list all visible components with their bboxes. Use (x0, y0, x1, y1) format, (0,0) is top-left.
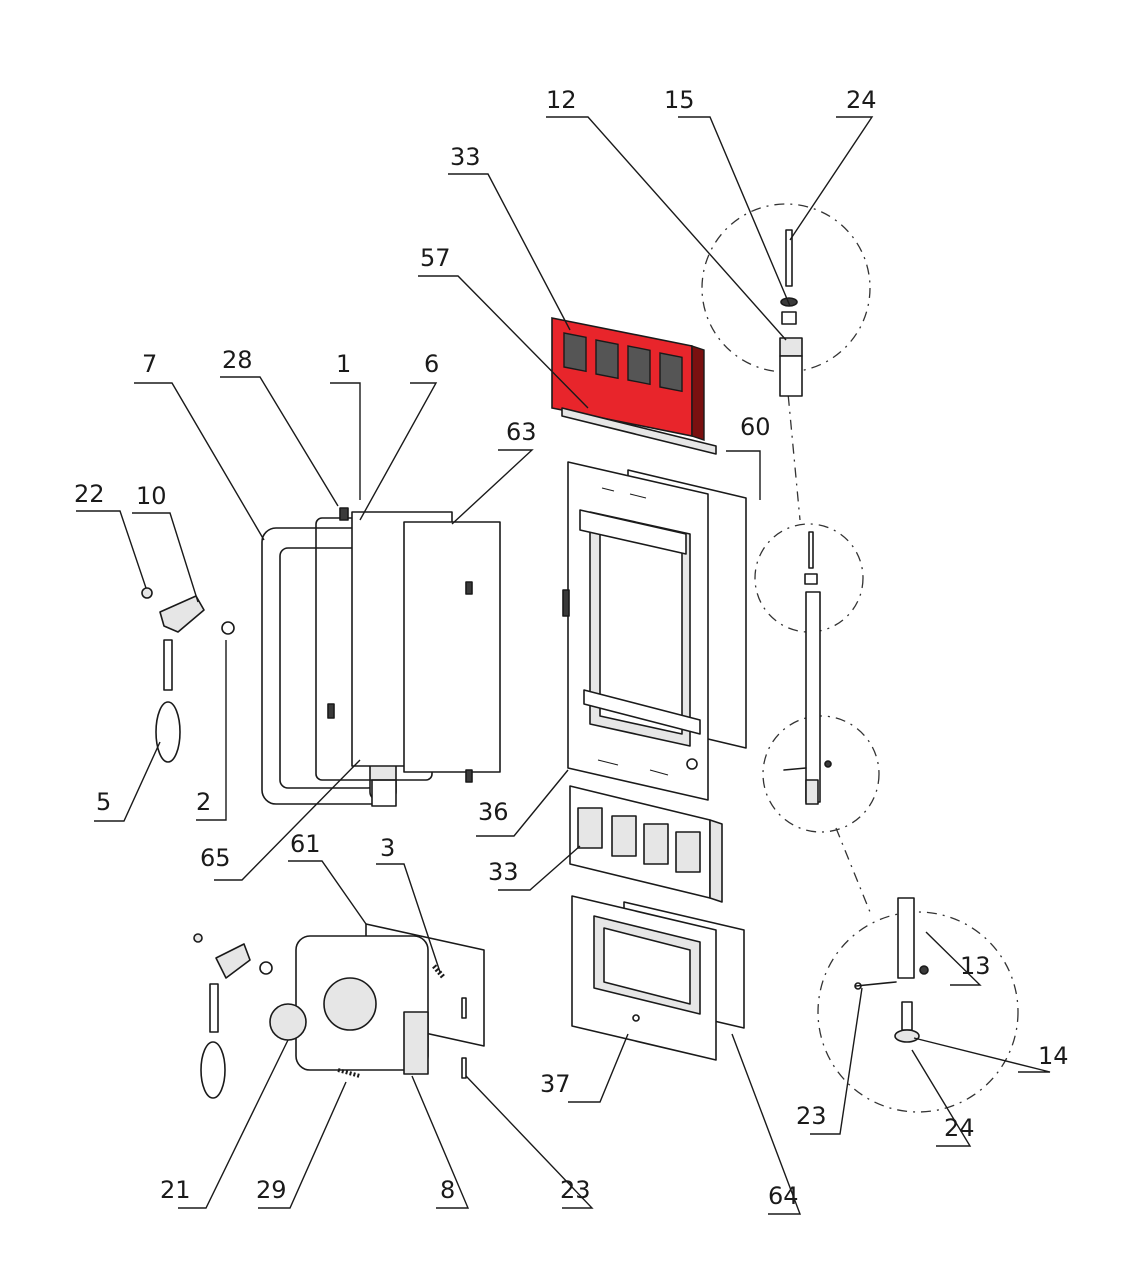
callout-28: 28 (222, 346, 253, 374)
callout-61: 61 (290, 830, 321, 858)
callout-3: 3 (380, 834, 395, 862)
callout-15: 15 (664, 86, 695, 114)
callout-60: 60 (740, 413, 771, 441)
callout-63: 63 (506, 418, 537, 446)
part-10-latch (141, 587, 235, 763)
part-33-bottom-grate (569, 785, 723, 903)
callout-6: 6 (424, 350, 439, 378)
leader-lines (76, 116, 1051, 1215)
part-13-rod-assembly (701, 203, 1019, 1113)
callout-2: 2 (196, 788, 211, 816)
callout-24-top: 24 (846, 86, 877, 114)
callout-12: 12 (546, 86, 577, 114)
callout-29: 29 (256, 1176, 287, 1204)
callout-24-bottom: 24 (944, 1114, 975, 1142)
part-6-glass (315, 507, 501, 783)
callout-21: 21 (160, 1176, 191, 1204)
callout-37: 37 (540, 1070, 571, 1098)
callout-23-right: 23 (796, 1102, 827, 1130)
callout-14: 14 (1038, 1042, 1069, 1070)
callout-22: 22 (74, 480, 105, 508)
callout-33-top: 33 (450, 143, 481, 171)
callout-labels: 12 15 24 33 57 7 28 1 6 63 60 22 10 5 2 … (74, 86, 1069, 1210)
part-33-top-highlighted (551, 317, 705, 441)
callout-36: 36 (478, 798, 509, 826)
part-37-lower-frame (571, 895, 717, 1061)
callout-5: 5 (96, 788, 111, 816)
callout-33-bottom: 33 (488, 858, 519, 886)
callout-8: 8 (440, 1176, 455, 1204)
callout-64: 64 (768, 1182, 799, 1210)
callout-1: 1 (336, 350, 351, 378)
part-57-strip (561, 407, 717, 455)
callout-13: 13 (960, 952, 991, 980)
callout-57: 57 (420, 244, 451, 272)
part-8-lower-door (193, 923, 485, 1099)
callout-65: 65 (200, 844, 231, 872)
callout-23-bottom: 23 (560, 1176, 591, 1204)
part-36-frame (562, 461, 709, 801)
callout-10: 10 (136, 482, 167, 510)
callout-7: 7 (142, 350, 157, 378)
